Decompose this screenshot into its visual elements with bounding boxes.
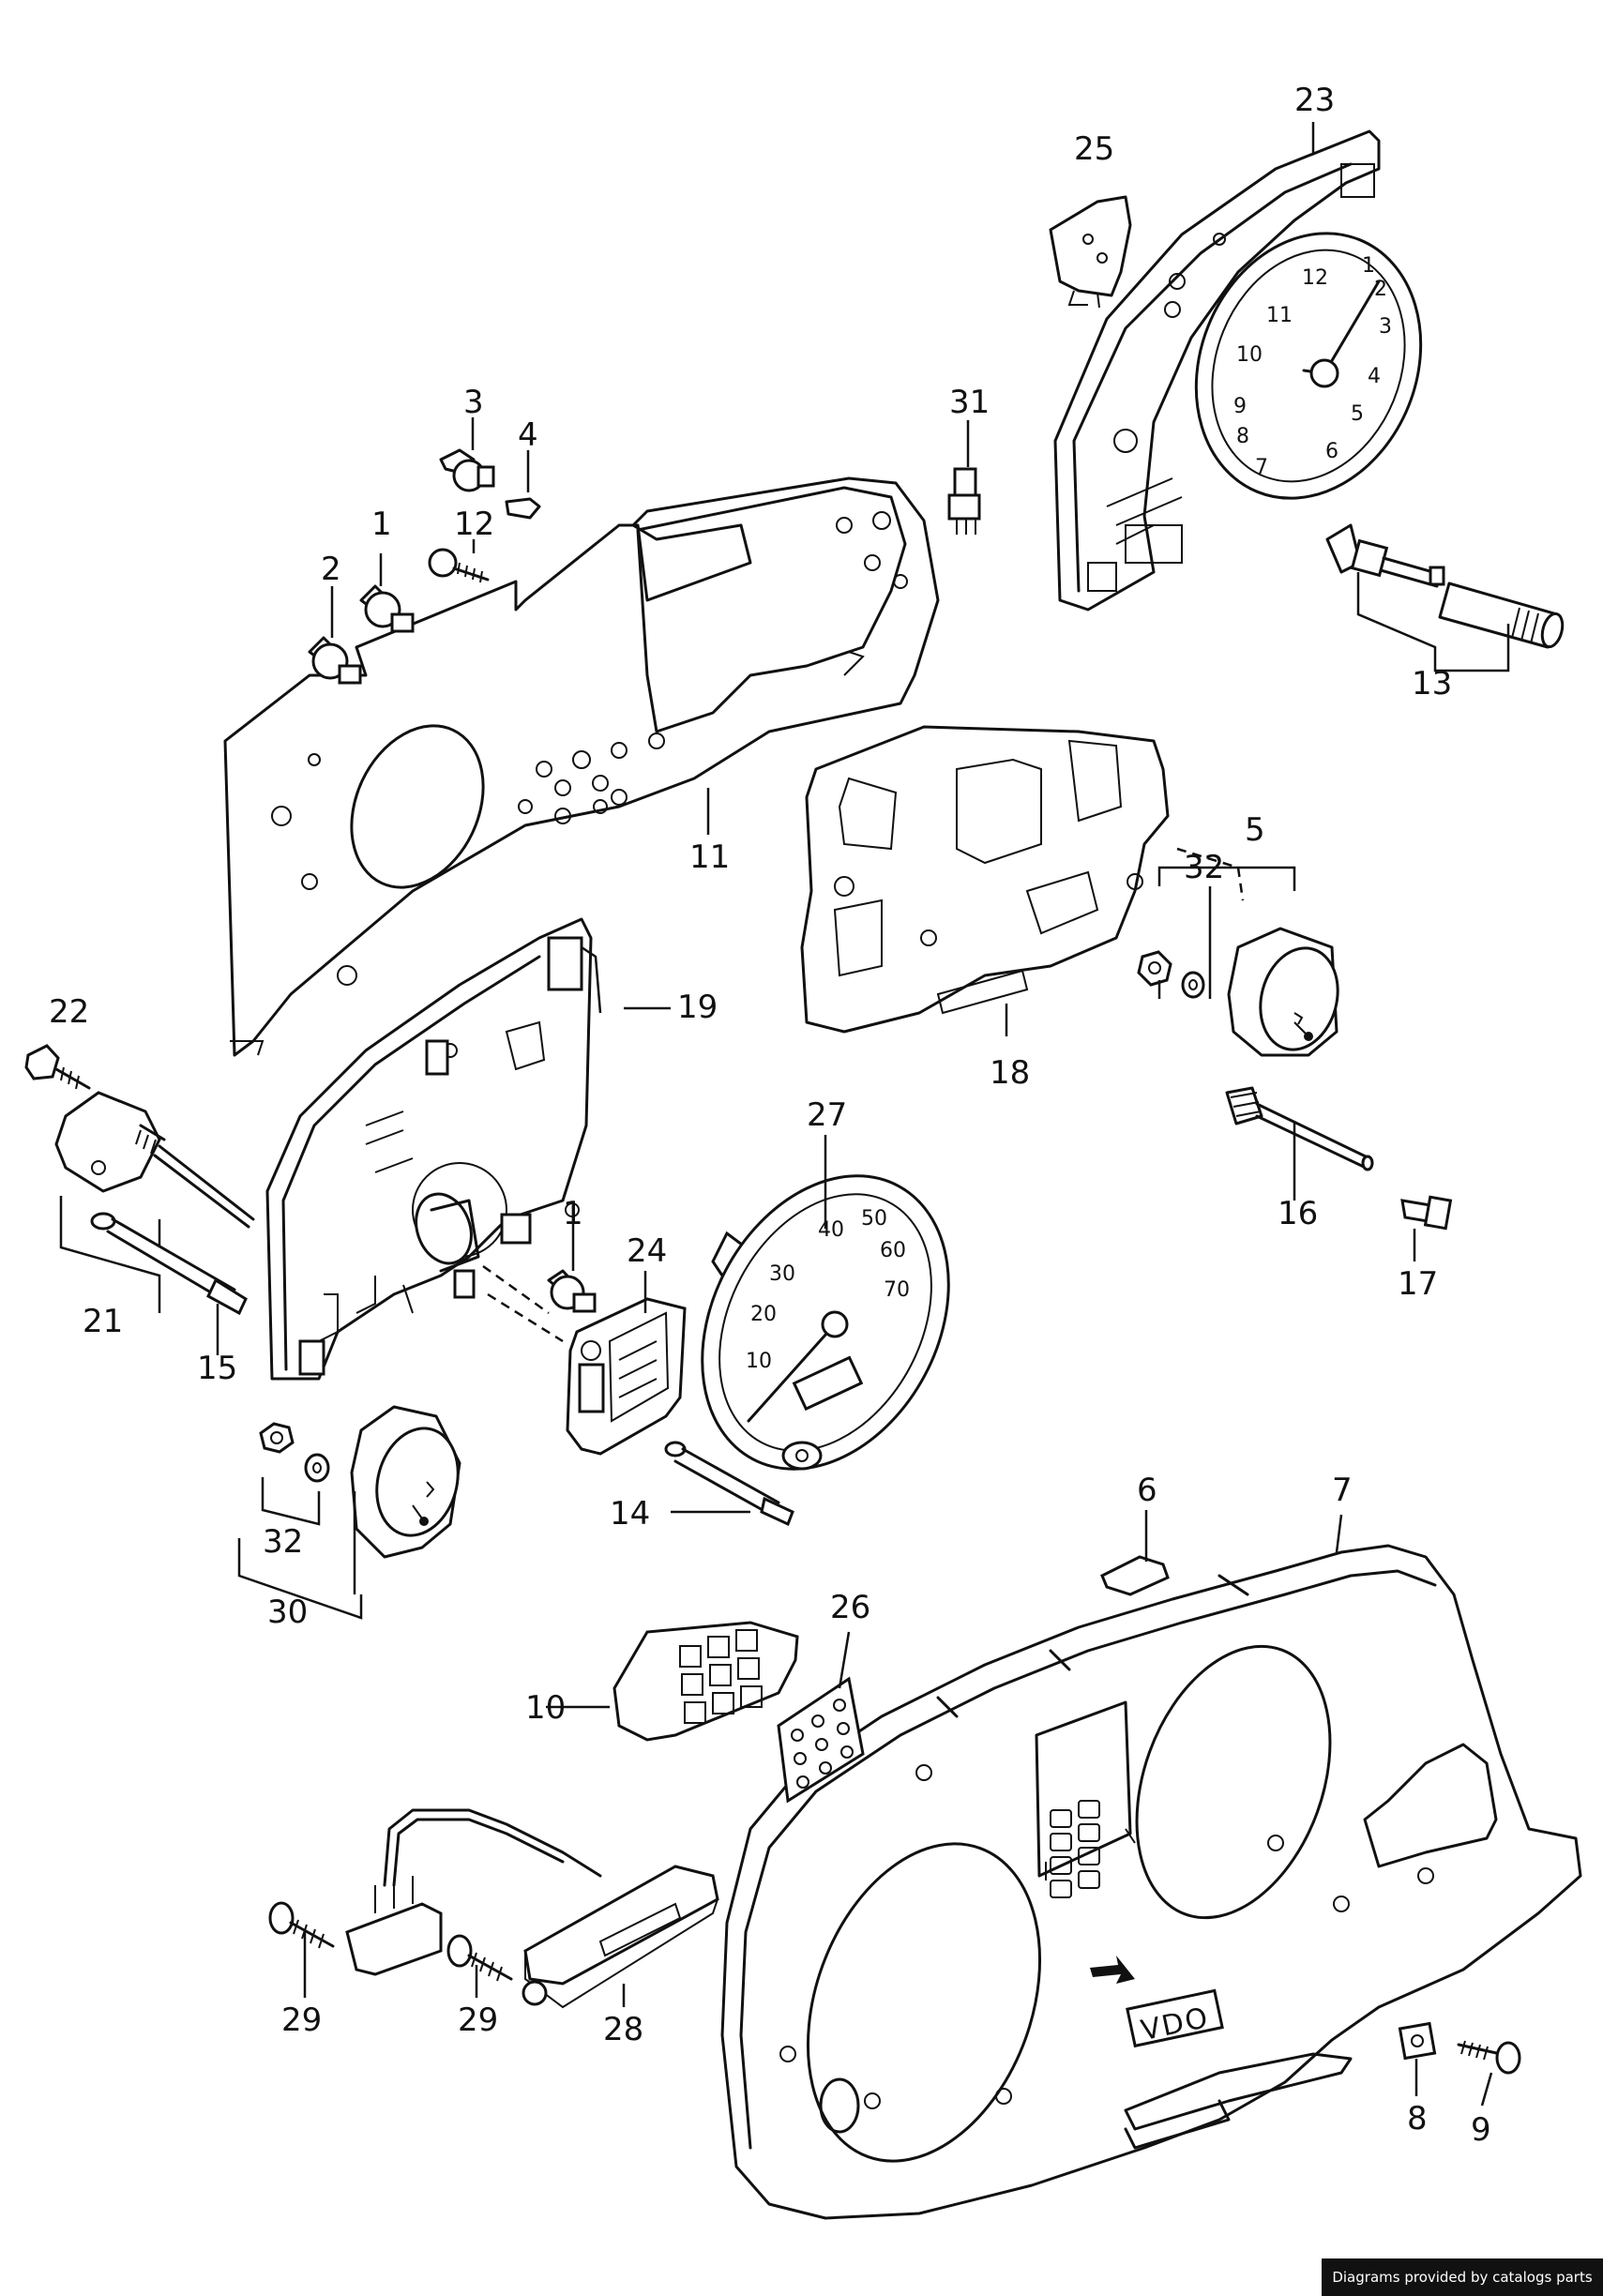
callout-28: 28 xyxy=(603,2011,643,2048)
callout-3: 3 xyxy=(463,384,484,421)
callout-29-right: 29 xyxy=(458,2001,498,2039)
part-29-screw-left xyxy=(268,1901,335,1949)
callout-6: 6 xyxy=(1137,1472,1157,1509)
part-16-shaft xyxy=(1225,1086,1374,1171)
tach-tick-label: 12 xyxy=(1302,266,1328,290)
housing-keypad-outline xyxy=(1050,1800,1100,1898)
credit-footer: Diagrams provided by catalogs parts xyxy=(1322,2258,1603,2296)
part-28-display-module xyxy=(345,1808,719,2009)
callout-19: 19 xyxy=(677,989,718,1026)
callout-21: 21 xyxy=(83,1303,123,1340)
callout-29-left: 29 xyxy=(281,2001,322,2039)
speedo-tick-label: 30 xyxy=(769,1262,795,1286)
callout-2: 2 xyxy=(321,551,341,588)
part-26-keypad-label xyxy=(777,1676,865,1804)
leader-lines xyxy=(59,122,1510,2107)
part-30-gauge xyxy=(350,1405,461,1559)
part-6-clip xyxy=(1100,1555,1170,1596)
speedometer-ticks: 10 20 30 40 50 60 70 xyxy=(746,1207,910,1373)
callout-26: 26 xyxy=(830,1589,870,1626)
part-19-backplate xyxy=(265,917,602,1381)
callout-1-top: 1 xyxy=(371,506,392,543)
tach-tick-label: 5 xyxy=(1351,402,1364,426)
part-29-screw-right xyxy=(446,1934,513,1982)
part-27-speedometer: 10 20 30 40 50 60 70 xyxy=(701,1174,950,1471)
callout-13: 13 xyxy=(1412,665,1452,702)
part-23-tachometer-assembly: 1 2 3 4 5 6 7 8 9 10 11 12 xyxy=(1053,129,1423,612)
callout-16: 16 xyxy=(1278,1195,1318,1232)
tach-tick-label: 1 xyxy=(1362,254,1375,278)
callout-1-lower: 1 xyxy=(563,1195,583,1232)
callout-23: 23 xyxy=(1294,82,1335,119)
speedo-tick-label: 20 xyxy=(750,1303,777,1326)
callout-32-left: 32 xyxy=(263,1523,303,1561)
part-32-nut-washer-left xyxy=(259,1422,330,1483)
callout-12: 12 xyxy=(454,506,494,543)
tach-tick-label: 3 xyxy=(1379,315,1392,339)
callout-8: 8 xyxy=(1407,2100,1428,2137)
part-15-shaft xyxy=(90,1212,248,1316)
part-18-frame xyxy=(800,725,1170,1034)
callout-5: 5 xyxy=(1245,811,1265,849)
tach-tick-label: 11 xyxy=(1266,304,1293,327)
tach-tick-label: 2 xyxy=(1374,278,1387,301)
part-1-bulb-holder-lower xyxy=(547,1269,597,1313)
callout-22: 22 xyxy=(49,993,89,1031)
part-12-screw xyxy=(428,548,490,583)
speedo-tick-label: 50 xyxy=(861,1207,887,1231)
callout-7: 7 xyxy=(1332,1472,1353,1509)
callout-17: 17 xyxy=(1398,1265,1438,1303)
connector-sockets xyxy=(679,1629,763,1724)
callout-27: 27 xyxy=(807,1096,847,1134)
part-24-control-module xyxy=(566,1297,687,1456)
part-9-screw xyxy=(1457,2040,1521,2075)
callout-9: 9 xyxy=(1471,2111,1491,2149)
part-31-connector xyxy=(947,467,981,535)
part-7-instrument-housing: VDO xyxy=(720,1544,1582,2220)
speedo-tick-label: 60 xyxy=(880,1239,906,1262)
callout-14: 14 xyxy=(610,1495,650,1533)
tach-tick-label: 8 xyxy=(1236,425,1249,448)
part-22-screw xyxy=(24,1044,91,1090)
part-8-clip-nut xyxy=(1398,2021,1437,2061)
part-2-bulb-holder xyxy=(308,636,362,685)
part-11-circuit-board xyxy=(223,476,940,1057)
part-3-bulb-holder xyxy=(439,448,495,492)
tach-tick-label: 6 xyxy=(1325,440,1338,463)
part-17-bolt xyxy=(1400,1195,1453,1231)
callout-25: 25 xyxy=(1074,130,1114,168)
part-21-sender xyxy=(54,1091,255,1229)
callout-labels: 23 25 3 4 31 1 12 2 13 11 5 32 22 19 18 … xyxy=(49,82,1491,2149)
tach-tick-label: 10 xyxy=(1236,343,1263,367)
tach-tick-label: 4 xyxy=(1368,365,1381,388)
tach-tick-label: 9 xyxy=(1233,395,1247,418)
speedo-tick-label: 70 xyxy=(884,1278,910,1302)
callout-4: 4 xyxy=(518,416,538,454)
part-13-drive-shaft-set xyxy=(1325,523,1565,649)
callout-30: 30 xyxy=(267,1594,308,1631)
callout-31: 31 xyxy=(949,384,990,421)
part-25-bracket-plate xyxy=(1049,195,1132,309)
callout-15: 15 xyxy=(197,1350,237,1387)
tach-tick-label: 7 xyxy=(1255,456,1268,479)
part-4-bulb xyxy=(505,497,541,520)
callout-18: 18 xyxy=(990,1054,1030,1092)
callout-32-right: 32 xyxy=(1184,849,1224,886)
part-10-connector xyxy=(612,1621,799,1742)
tachometer-ticks: 1 2 3 4 5 6 7 8 9 10 11 12 xyxy=(1233,254,1392,479)
callout-10: 10 xyxy=(525,1689,566,1727)
callout-24: 24 xyxy=(627,1232,667,1270)
part-32-nut-washer-right xyxy=(1137,950,1205,999)
part-5-gauge xyxy=(1227,927,1339,1057)
speedo-tick-label: 40 xyxy=(818,1218,844,1242)
part-14-shaft xyxy=(664,1441,794,1527)
speedo-tick-label: 10 xyxy=(746,1350,772,1373)
callout-11: 11 xyxy=(689,838,730,876)
part-1-bulb-holder-top xyxy=(359,584,415,633)
